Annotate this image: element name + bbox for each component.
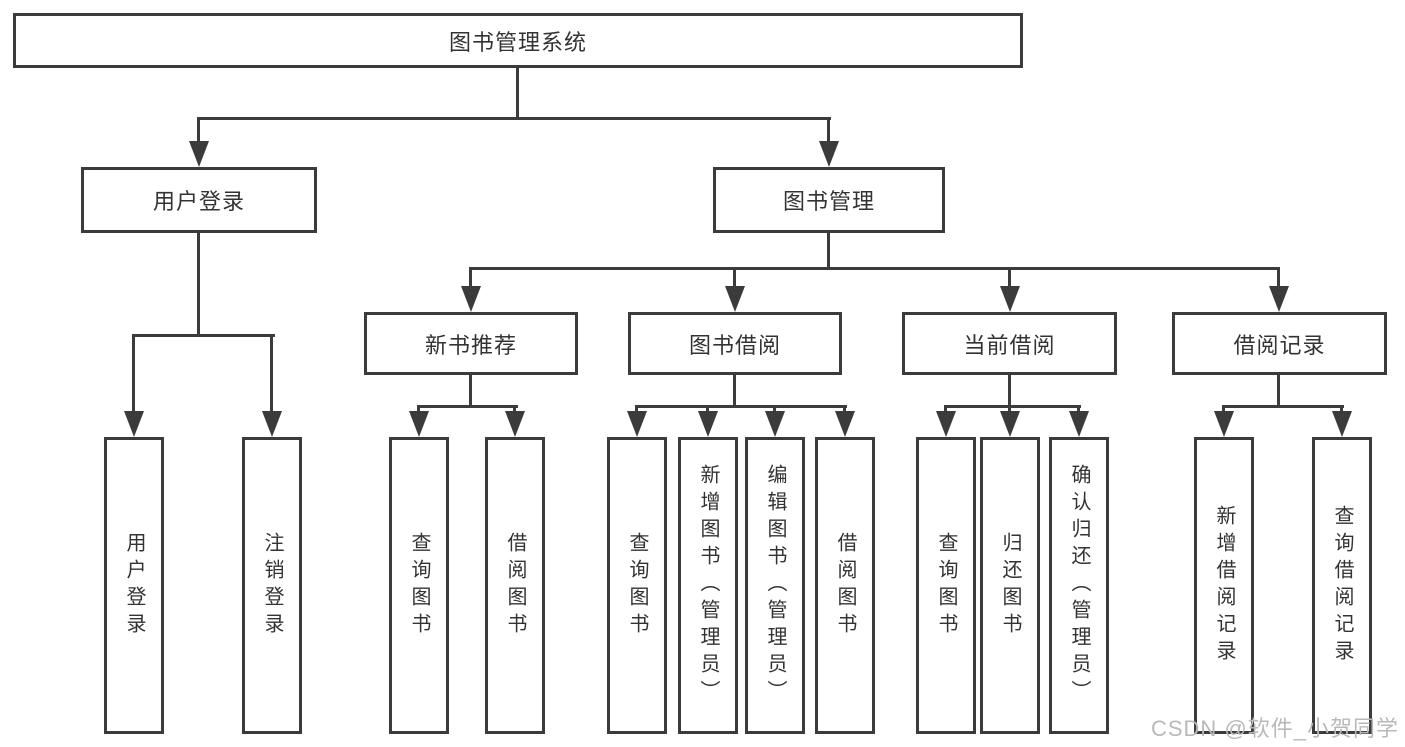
edge-line — [635, 405, 847, 408]
arrow-down-icon — [1332, 411, 1352, 437]
node-user-login-label: 用户登录 — [152, 189, 245, 214]
edge-line — [1340, 405, 1343, 415]
leaf-user-login: 用户登录 — [104, 437, 164, 734]
edge-line — [197, 117, 831, 120]
edge-line — [733, 267, 736, 289]
edge-line — [197, 231, 200, 336]
node-new-book-recommend: 新书推荐 — [364, 312, 578, 375]
node-book-management-label: 图书管理 — [782, 189, 875, 214]
edge-line — [513, 405, 516, 415]
leaf-query-borrow-record: 查询借阅记录 — [1312, 437, 1372, 734]
arrow-down-icon — [765, 411, 785, 437]
edge-line — [635, 405, 638, 415]
edge-line — [733, 373, 736, 408]
edge-line — [944, 405, 947, 415]
edge-line — [827, 117, 830, 145]
leaf-borrow-borrow-books: 借阅图书 — [815, 437, 875, 734]
edge-line — [132, 334, 275, 337]
edge-line — [197, 117, 200, 145]
node-current-borrow-label: 当前借阅 — [963, 332, 1056, 358]
node-new-book-recommend-label: 新书推荐 — [424, 332, 517, 358]
leaf-edit-books-admin-label: 编辑图书（管理员） — [764, 464, 786, 707]
arrow-down-icon — [819, 141, 839, 167]
arrow-down-icon — [835, 411, 855, 437]
edge-line — [843, 405, 846, 415]
edge-line — [773, 405, 776, 415]
leaf-current-query-books: 查询图书 — [916, 437, 976, 734]
leaf-add-borrow-record-label: 新增借阅记录 — [1213, 504, 1235, 667]
arrow-down-icon — [409, 411, 429, 437]
node-root: 图书管理系统 — [13, 13, 1023, 68]
arrow-down-icon — [698, 411, 718, 437]
leaf-edit-books-admin: 编辑图书（管理员） — [745, 437, 805, 734]
arrow-down-icon — [461, 286, 481, 312]
edge-line — [417, 405, 518, 408]
node-book-borrow-label: 图书借阅 — [688, 332, 781, 358]
leaf-query-borrow-record-label: 查询借阅记录 — [1331, 504, 1353, 667]
arrow-down-icon — [936, 411, 956, 437]
edge-line — [469, 267, 472, 289]
leaf-borrow-query-books-label: 查询图书 — [626, 531, 648, 640]
arrow-down-icon — [124, 411, 144, 437]
arrow-down-icon — [1000, 286, 1020, 312]
node-borrow-record: 借阅记录 — [1172, 312, 1387, 375]
edge-line — [827, 231, 830, 270]
edge-line — [1277, 373, 1280, 408]
arrow-down-icon — [505, 411, 525, 437]
edge-line — [1277, 267, 1280, 289]
edge-line — [516, 66, 519, 120]
leaf-current-query-books-label: 查询图书 — [935, 531, 957, 640]
leaf-add-books-admin-label: 新增图书（管理员） — [697, 464, 719, 707]
arrow-down-icon — [1000, 411, 1020, 437]
edge-line — [417, 405, 420, 415]
edge-line — [706, 405, 709, 415]
leaf-recommend-query-books-label: 查询图书 — [408, 531, 430, 640]
leaf-borrow-query-books: 查询图书 — [607, 437, 667, 734]
leaf-recommend-query-books: 查询图书 — [389, 437, 449, 734]
edge-line — [1077, 405, 1080, 415]
leaf-add-borrow-record: 新增借阅记录 — [1194, 437, 1254, 734]
csdn-watermark: CSDN @软件_小贺同学 — [1150, 716, 1399, 741]
edge-line — [944, 405, 1081, 408]
edge-line — [1222, 405, 1344, 408]
node-borrow-record-label: 借阅记录 — [1233, 332, 1326, 358]
leaf-logout-label: 注销登录 — [261, 531, 283, 640]
arrow-down-icon — [627, 411, 647, 437]
arrow-down-icon — [1269, 286, 1289, 312]
leaf-logout: 注销登录 — [242, 437, 302, 734]
node-user-login: 用户登录 — [81, 167, 317, 233]
leaf-return-books: 归还图书 — [980, 437, 1040, 734]
node-book-borrow: 图书借阅 — [628, 312, 842, 375]
arrow-down-icon — [725, 286, 745, 312]
leaf-user-login-label: 用户登录 — [123, 531, 145, 640]
edge-line — [1222, 405, 1225, 415]
arrow-down-icon — [262, 411, 282, 437]
leaf-confirm-return-admin: 确认归还（管理员） — [1049, 437, 1109, 734]
edge-line — [1008, 267, 1011, 289]
node-current-borrow: 当前借阅 — [902, 312, 1117, 375]
node-book-management: 图书管理 — [713, 167, 945, 233]
arrow-down-icon — [1214, 411, 1234, 437]
node-root-label: 图书管理系统 — [448, 29, 587, 55]
leaf-borrow-borrow-books-label: 借阅图书 — [834, 531, 856, 640]
edge-line — [1008, 373, 1011, 408]
leaf-recommend-borrow-books: 借阅图书 — [485, 437, 545, 734]
edge-line — [1008, 405, 1011, 415]
edge-line — [132, 334, 135, 414]
leaf-return-books-label: 归还图书 — [999, 531, 1021, 640]
leaf-confirm-return-admin-label: 确认归还（管理员） — [1068, 464, 1090, 707]
edge-line — [469, 267, 1280, 270]
arrow-down-icon — [189, 141, 209, 167]
leaf-add-books-admin: 新增图书（管理员） — [678, 437, 738, 734]
arrow-down-icon — [1069, 411, 1089, 437]
edge-line — [270, 334, 273, 414]
leaf-recommend-borrow-books-label: 借阅图书 — [504, 531, 526, 640]
edge-line — [469, 373, 472, 408]
